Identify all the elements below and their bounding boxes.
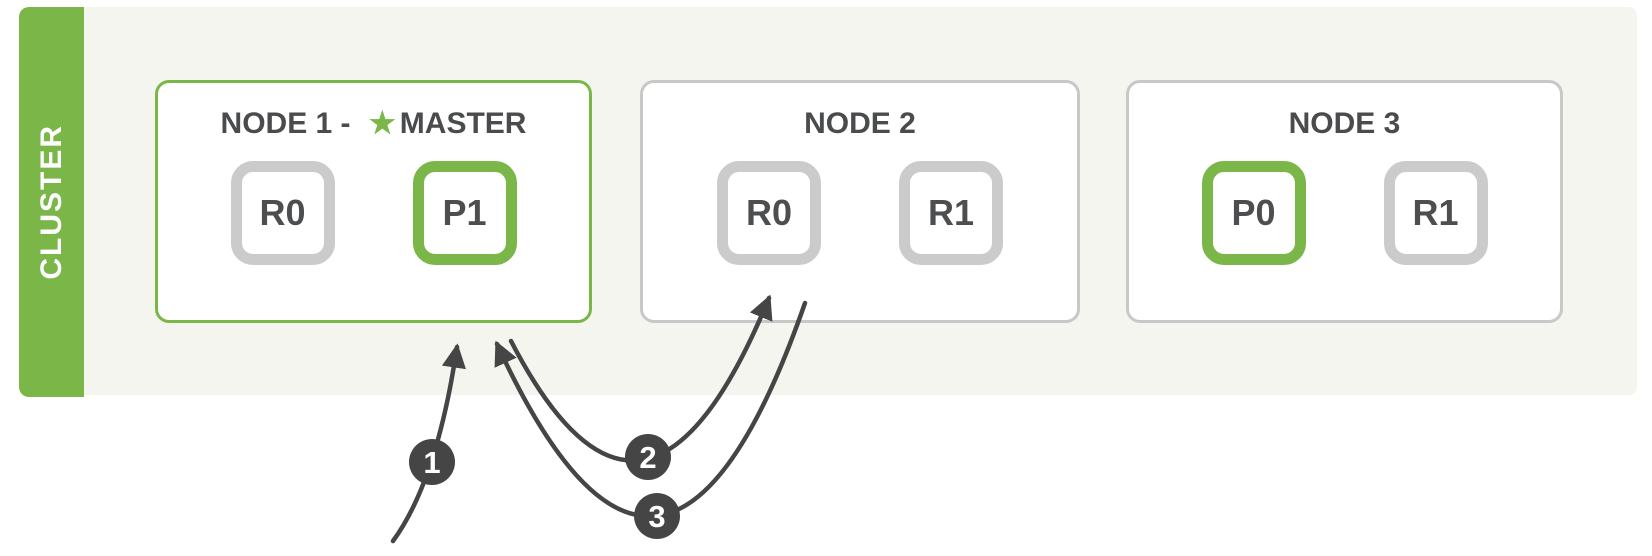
cluster-label: CLUSTER: [34, 124, 68, 280]
node-3-card: NODE 3 P0 R1: [1126, 80, 1563, 323]
node-1-title-prefix: NODE 1 -: [220, 107, 359, 140]
shard-node2-r1: R1: [899, 161, 1003, 265]
node-2-card: NODE 2 R0 R1: [640, 80, 1080, 323]
shard-node2-r0: R0: [717, 161, 821, 265]
step-2-badge: 2: [625, 434, 671, 480]
node-3-shard-row: P0 R1: [1201, 161, 1488, 265]
node-1-card: NODE 1 - ★ MASTER R0 P1: [155, 80, 592, 323]
shard-node3-p0: P0: [1201, 161, 1306, 265]
cluster-tab: CLUSTER: [19, 7, 84, 397]
step-2-number: 2: [639, 440, 656, 475]
master-star-icon: ★: [368, 107, 396, 140]
step-1-badge: 1: [409, 439, 455, 485]
node-1-title-master: MASTER: [399, 107, 527, 140]
node-2-title: NODE 2: [804, 107, 916, 140]
node-2-shard-row: R0 R1: [717, 161, 1003, 265]
node-1-shard-row: R0 P1: [230, 161, 517, 265]
node-1-title: NODE 1 - ★ MASTER: [221, 107, 527, 141]
shard-node1-p1: P1: [412, 161, 517, 265]
step-3-badge: 3: [634, 493, 680, 539]
node-3-title: NODE 3: [1288, 107, 1401, 140]
shard-node1-r0: R0: [230, 161, 335, 265]
step-1-number: 1: [423, 445, 440, 480]
shard-node3-r1: R1: [1383, 161, 1488, 265]
step-3-number: 3: [648, 499, 665, 534]
